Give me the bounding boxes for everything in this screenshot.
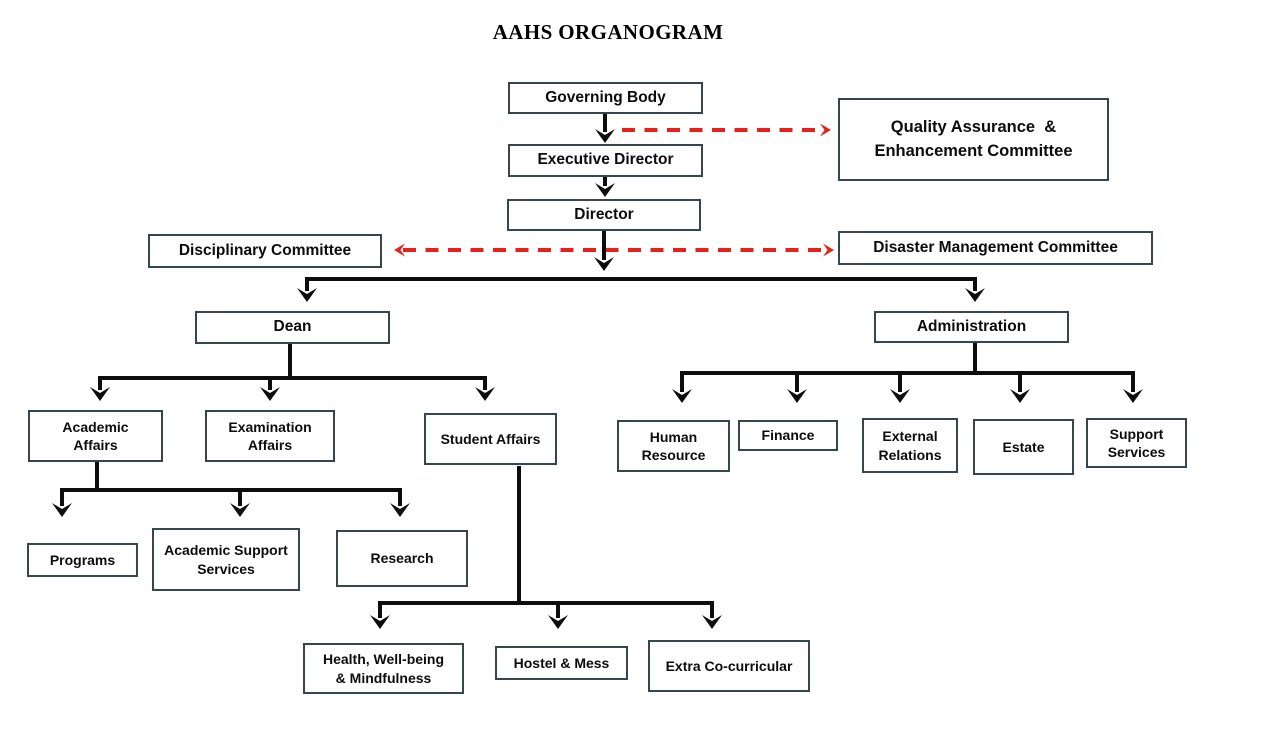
- node-academic-support-services: Academic Support Services: [152, 528, 300, 591]
- node-programs: Programs: [27, 543, 138, 577]
- node-administration: Administration: [874, 311, 1069, 343]
- node-research: Research: [336, 530, 468, 587]
- node-finance: Finance: [738, 420, 838, 451]
- node-extra-cocurricular: Extra Co-curricular: [648, 640, 810, 692]
- node-disaster-management-committee: Disaster Management Committee: [838, 231, 1153, 265]
- node-external-relations: External Relations: [862, 418, 958, 473]
- node-support-services: Support Services: [1086, 418, 1187, 468]
- node-student-affairs: Student Affairs: [424, 413, 557, 465]
- node-health-wellbeing-mindfulness: Health, Well-being & Mindfulness: [303, 643, 464, 694]
- node-human-resource: Human Resource: [617, 420, 730, 472]
- node-estate: Estate: [973, 419, 1074, 475]
- edge-academic-children: [52, 488, 410, 517]
- node-dean: Dean: [195, 311, 390, 344]
- node-executive-director: Executive Director: [508, 144, 703, 177]
- node-examination-affairs: Examination Affairs: [205, 410, 335, 462]
- edge-split-dean-administration: [297, 277, 985, 302]
- node-director: Director: [507, 199, 701, 231]
- edge-student-children: [370, 601, 722, 629]
- node-disciplinary-committee: Disciplinary Committee: [148, 234, 382, 268]
- edge-dean-children: [90, 376, 495, 401]
- diagram-title: AAHS ORGANOGRAM: [492, 20, 724, 44]
- node-hostel-mess: Hostel & Mess: [495, 646, 628, 680]
- node-quality-assurance-committee: Quality Assurance & Enhancement Committe…: [838, 98, 1109, 181]
- node-governing-body: Governing Body: [508, 82, 703, 114]
- edge-admin-children: [672, 371, 1143, 403]
- node-academic-affairs: Academic Affairs: [28, 410, 163, 462]
